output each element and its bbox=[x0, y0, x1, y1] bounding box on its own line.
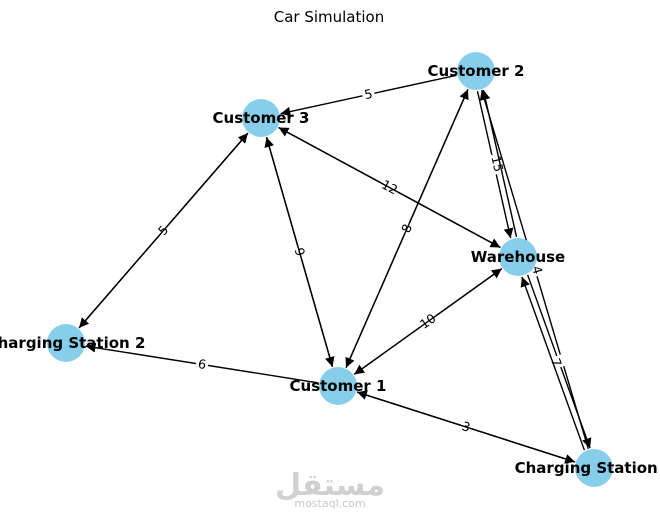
node-customer1: Customer 1 bbox=[290, 367, 387, 405]
watermark: مستقل mostaql.com bbox=[275, 468, 385, 510]
node-label-warehouse: Warehouse bbox=[471, 248, 565, 266]
node-label-charging2: Charging Station 2 bbox=[0, 334, 145, 352]
node-customer3: Customer 3 bbox=[213, 99, 310, 137]
edge-charging2-to-customer3 bbox=[78, 132, 249, 329]
edge-customer1-to-customer3 bbox=[264, 137, 334, 367]
edge-customer1-to-customer2 bbox=[345, 89, 469, 368]
watermark-logo: مستقل bbox=[275, 468, 385, 503]
watermark-url: mostaql.com bbox=[294, 497, 365, 510]
nodes-layer: Customer 2 Customer 3 Warehouse Charging… bbox=[0, 52, 660, 487]
node-circle-customer3 bbox=[242, 99, 280, 137]
edge-charging1-to-warehouse bbox=[520, 276, 586, 451]
node-customer2: Customer 2 bbox=[428, 52, 525, 90]
node-label-customer2: Customer 2 bbox=[428, 62, 525, 80]
node-charging1: Charging Station 1 bbox=[515, 449, 660, 487]
edge-customer1-to-warehouse bbox=[353, 268, 503, 375]
edge-weight-label: 6 bbox=[197, 356, 207, 372]
node-circle-customer1 bbox=[319, 367, 357, 405]
node-label-customer1: Customer 1 bbox=[290, 377, 387, 395]
node-charging2: Charging Station 2 bbox=[0, 324, 145, 362]
node-circle-warehouse bbox=[499, 238, 537, 276]
edge-charging1-to-customer1 bbox=[356, 390, 576, 463]
node-label-customer3: Customer 3 bbox=[213, 109, 310, 127]
node-circle-customer2 bbox=[457, 52, 495, 90]
edge-weight-customer2-customer3: 5 bbox=[360, 85, 376, 103]
edge-weight-label: 5 bbox=[363, 86, 374, 102]
edge-warehouse-to-customer3 bbox=[278, 126, 501, 249]
node-circle-charging1 bbox=[575, 449, 613, 487]
node-label-charging1: Charging Station 1 bbox=[515, 459, 660, 477]
diagram-title: Car Simulation bbox=[274, 8, 385, 26]
edge-weight-label: 4 bbox=[529, 264, 546, 276]
edge-weight-charging2-customer1: 6 bbox=[194, 355, 210, 373]
edge-weight-bg bbox=[194, 355, 210, 373]
edge-weight-bg bbox=[360, 85, 376, 103]
node-warehouse: Warehouse bbox=[471, 238, 565, 276]
node-circle-charging2 bbox=[47, 324, 85, 362]
